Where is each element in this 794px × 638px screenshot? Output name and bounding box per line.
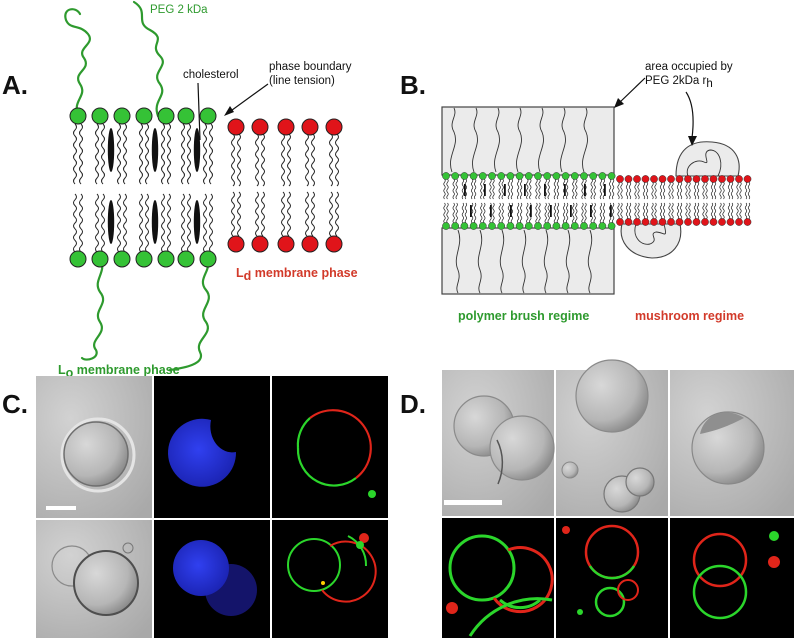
lo-head [199,250,217,268]
cholesterol [151,200,159,244]
lo-head [69,107,87,125]
area-pointer-left [617,77,646,105]
panel-a-diagram: PEG 2 kDa cholesterol phase boundary (li… [58,0,358,380]
lipid-tails-a [73,123,339,253]
lo-head [91,107,109,125]
mushroom-chain-top [686,149,722,177]
panel-d-micrographs [442,359,794,638]
peg-label: PEG 2 kDa [150,4,208,16]
mushroom-regime-label: mushroom regime [635,309,744,323]
boundary-label-line2: (line tension) [269,75,335,87]
ld-head [227,235,245,253]
ld-phase-label: Ld membrane phase [236,266,358,283]
lo-head [135,107,153,125]
area-arrowhead-right [688,136,697,146]
cholesterol-molecules [107,128,201,244]
cholesterol [193,128,201,172]
brush-box-bottom [441,227,615,295]
blue-lo-domain [168,418,237,487]
mushroom-blob-top [675,141,740,177]
ld-head [277,235,295,253]
panel-c-micrographs [36,376,388,638]
polymer-brush-chains [450,107,593,294]
panel-letter-a: A. [2,70,28,100]
panel-letter-c: C. [2,389,28,419]
lo-head [199,107,217,125]
area-pointer-right [685,91,694,139]
ld-head [277,118,295,136]
ld-head [325,235,343,253]
panel-letter-b: B. [400,70,426,100]
lo-phase-label: Lo membrane phase [58,363,180,380]
brush-regime-label: polymer brush regime [458,309,589,323]
mushroom-blob-bottom [620,223,682,259]
area-label-line1: area occupied by [645,61,733,73]
lo-head [91,250,109,268]
panel-b-diagram: area occupied by PEG 2kDa rh polymer bru… [441,61,752,323]
lo-head [177,107,195,125]
cholesterol [151,128,159,172]
cholesterol [107,200,115,244]
lo-head [157,107,175,125]
cholesterol-label: cholesterol [183,69,239,81]
lo-head [157,250,175,268]
brush-box-top [441,106,615,176]
lo-head [135,250,153,268]
d-rg-1 [442,518,554,638]
mushroom-chain-bottom [634,223,667,245]
cholesterol [193,200,201,244]
peg-chains-bottom [80,256,210,372]
cholesterol-b [464,184,612,217]
lipid-headgroups-b [442,172,752,230]
cholesterol-pointer [197,82,201,141]
ld-head [251,118,269,136]
ld-head [227,118,245,136]
peg-chains-top [64,0,164,118]
panel-letter-d: D. [400,389,426,419]
ld-head [301,118,319,136]
area-arrowhead-left [614,98,624,108]
lo-head [113,107,131,125]
ld-head [251,235,269,253]
boundary-label-line1: phase boundary [269,61,352,73]
cholesterol [107,128,115,172]
scale-bar-c [46,506,76,510]
area-label-line2: PEG 2kDa rh [645,75,713,90]
lipid-headgroups-a [69,107,343,268]
lipid-tails-b [443,178,751,224]
boundary-pointer [227,83,269,114]
boundary-arrowhead [224,106,234,116]
lo-head [177,250,195,268]
scale-bar-d [444,500,502,505]
ld-head [325,118,343,136]
c-rg-bottom [272,520,388,638]
lo-head [69,250,87,268]
lo-head [113,250,131,268]
ld-head [301,235,319,253]
